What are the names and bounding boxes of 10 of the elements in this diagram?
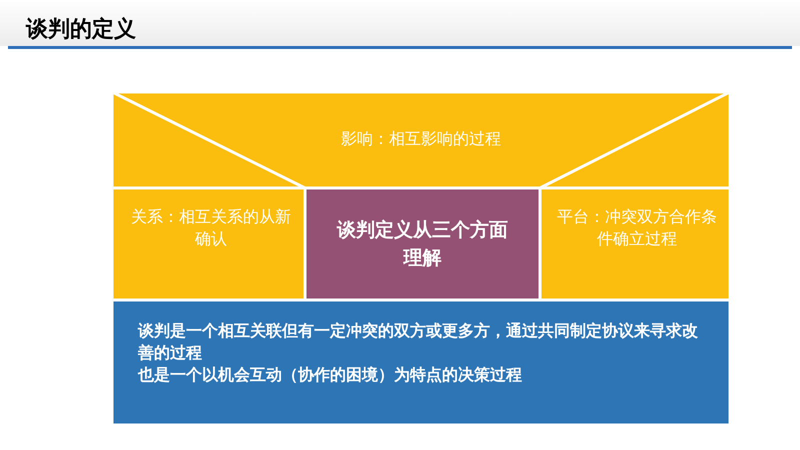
side-panel [112,188,305,300]
panel-text: 平台：冲突双方合作条件确立过程 [556,206,718,250]
slide-title: 谈判的定义 [26,16,136,44]
panel-text: 谈判是一个相互关联但有一定冲突的双方或更多方，通过共同制定协议来寻求改善的过程 [138,320,699,364]
side-panel [540,188,730,300]
panel-text: 也是一个以机会互动（协作的困境）为特点的决策过程 [138,364,523,386]
panel-text: 谈判定义从三个方面理解 [336,218,509,271]
panel-text: 影响：相互影响的过程 [340,128,502,150]
description-box [112,300,730,425]
panel-text: 关系：相互关系的从新确认 [130,206,292,250]
